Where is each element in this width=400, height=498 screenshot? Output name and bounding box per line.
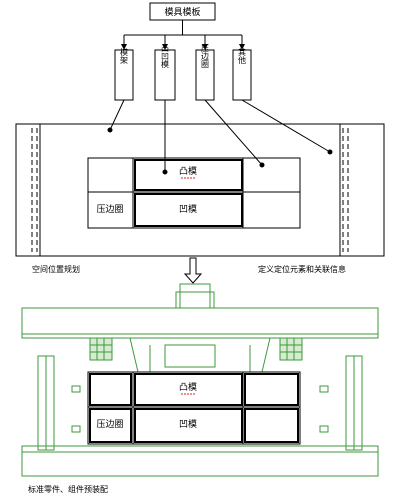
category-other-label: 其他 — [238, 48, 247, 65]
upper-blank-holder-label: 压边圈 — [96, 204, 123, 215]
category-box-frame: 模架 — [114, 47, 134, 101]
caption-space-planning: 空间位置规划 — [32, 264, 80, 274]
category-blank-holder-label: 压边圈 — [201, 44, 210, 68]
layout-panel: 凸模 凹模 压边圈 — [15, 123, 385, 257]
down-arrow-icon — [183, 257, 203, 284]
upper-concave-die-box — [134, 193, 243, 227]
category-pointers — [107, 99, 333, 175]
category-box-other: 其他 — [232, 48, 252, 101]
caption-define-locating: 定义定位元素和关联信息 — [258, 264, 346, 274]
upper-convex-die-box — [134, 159, 243, 191]
lower-blank-holder-label: 压边圈 — [96, 419, 123, 430]
lower-concave-die-box — [134, 408, 243, 443]
lower-die-grid: 凸模 凹模 压边圈 — [87, 371, 301, 445]
tree-connectors — [121, 20, 245, 50]
category-box-blank-holder: 压边圈 — [195, 44, 215, 101]
top-template-label: 模具模板 — [164, 6, 200, 18]
caption-standard-preassembly: 标准零件、组件预装配 — [28, 484, 108, 494]
lower-concave-die-label: 凹模 — [179, 419, 197, 430]
lower-convex-die-box — [134, 373, 243, 406]
lower-convex-die-label: 凸模 — [179, 382, 197, 393]
upper-concave-die-label: 凹模 — [179, 204, 197, 215]
die-assembly-drawing — [21, 283, 379, 477]
top-template-box: 模具模板 — [149, 2, 216, 21]
category-frame-label: 模架 — [120, 47, 129, 65]
upper-convex-die-label: 凸模 — [179, 166, 197, 177]
category-box-punch-die: 凸凹模 — [154, 44, 176, 101]
category-punch-die-label: 凸凹模 — [161, 44, 170, 69]
